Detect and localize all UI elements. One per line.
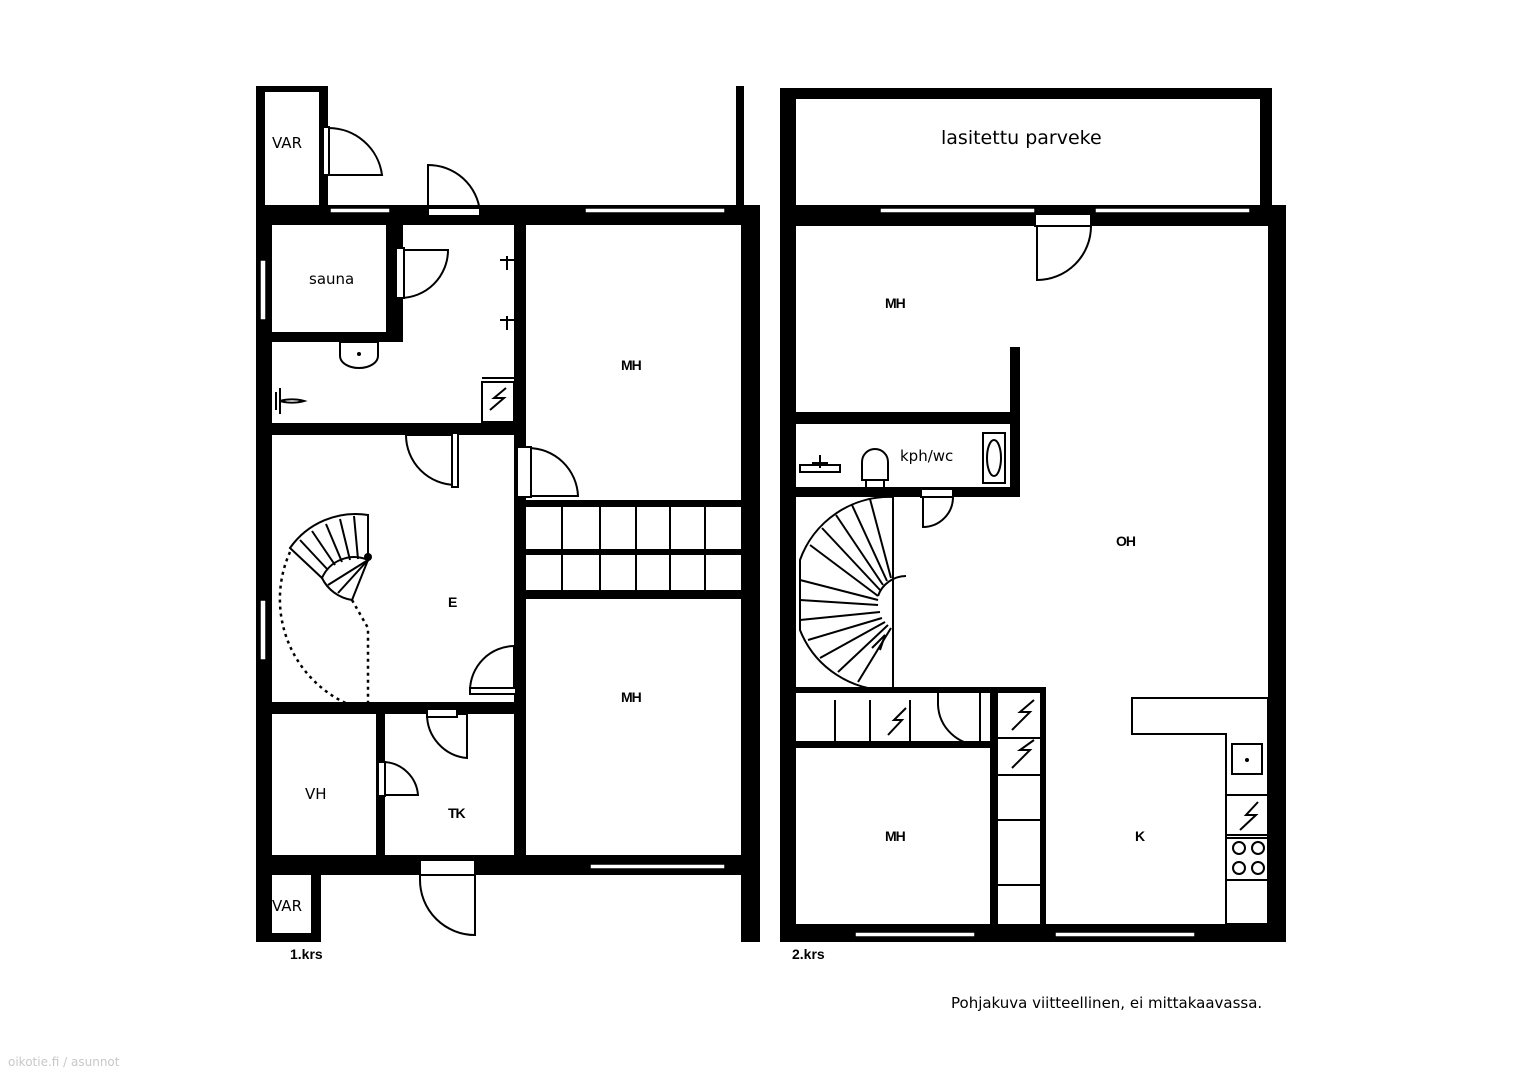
room-label-mh-2a: MH bbox=[885, 295, 906, 311]
wardrobes-floor-2 bbox=[834, 699, 1040, 886]
room-label-mh-2b: MH bbox=[885, 828, 906, 844]
room-label-var-top: VAR bbox=[272, 134, 302, 152]
bathroom-fixtures-floor-1 bbox=[275, 256, 515, 423]
disclaimer-note: Pohjakuva viitteellinen, ei mittakaavass… bbox=[951, 994, 1263, 1012]
watermark: oikotie.fi / asunnot bbox=[8, 1055, 120, 1069]
stair-steps-floor-1 bbox=[561, 507, 706, 590]
room-label-mh-1b: MH bbox=[621, 689, 642, 705]
room-label-mh-1a: MH bbox=[621, 357, 642, 373]
room-label-oh: OH bbox=[1116, 533, 1136, 549]
room-label-e: E bbox=[448, 594, 457, 610]
spiral-stair-floor-2 bbox=[799, 495, 907, 692]
room-label-vh: VH bbox=[305, 785, 327, 803]
floor-2-plan bbox=[780, 88, 1286, 942]
room-label-tk: TK bbox=[448, 805, 466, 821]
room-label-lasitettu-parveke: lasitettu parveke bbox=[941, 127, 1102, 149]
room-label-k: K bbox=[1135, 828, 1145, 844]
kitchen-counter bbox=[1131, 697, 1269, 925]
floor-label-1: 1.krs bbox=[290, 946, 323, 962]
spiral-stair-floor-1 bbox=[278, 513, 372, 707]
floor-1-plan bbox=[256, 86, 760, 942]
bathroom-fixtures-floor-2 bbox=[799, 432, 1006, 489]
room-label-sauna: sauna bbox=[309, 270, 354, 288]
floor-label-2: 2.krs bbox=[792, 946, 825, 962]
room-label-kph-wc: kph/wc bbox=[900, 447, 953, 465]
room-label-var-bottom: VAR bbox=[272, 897, 302, 915]
